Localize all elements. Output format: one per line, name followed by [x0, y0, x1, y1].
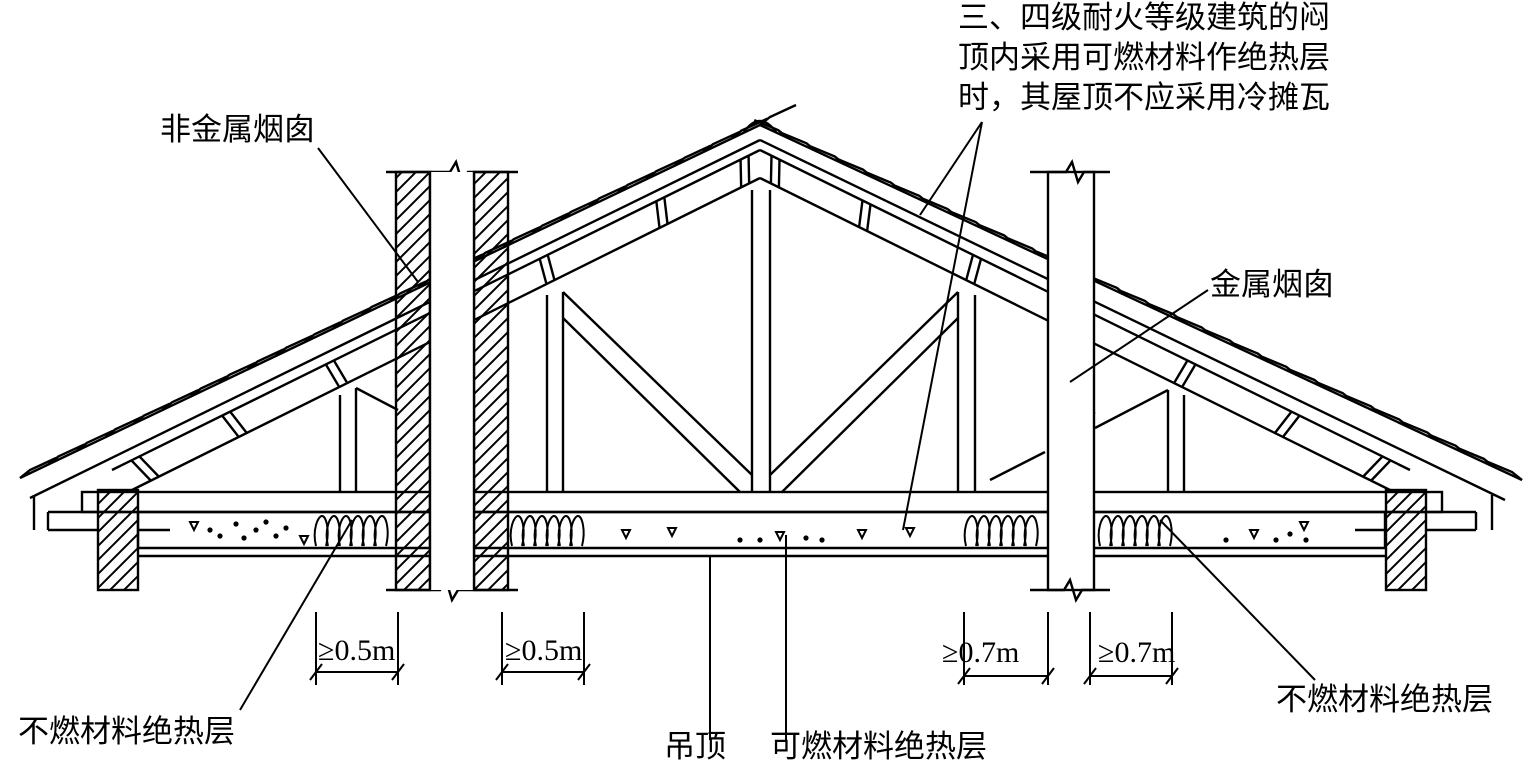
aggregate-dot — [1287, 531, 1293, 537]
dimension-label-3: ≥0.7m — [942, 636, 1019, 669]
mineral-wool-insulation — [313, 514, 389, 547]
aggregate-dot — [263, 519, 269, 525]
note-line-3: 时，其屋顶不应采用冷摊瓦 — [958, 80, 1330, 116]
insulation-pattern — [188, 514, 1310, 547]
aggregate-mark — [298, 535, 310, 547]
dimension-label-1: ≥0.5m — [318, 634, 395, 667]
bottom-chord — [32, 490, 1494, 532]
label-suspended-ceiling: 吊顶 — [664, 729, 726, 765]
aggregate-dot — [273, 533, 279, 539]
aggregate-dot — [217, 533, 223, 539]
nonmetal-chimney — [386, 159, 518, 603]
dimension-lines — [309, 612, 1179, 685]
aggregate-dot — [737, 537, 743, 543]
label-noncombustible-insulation-right: 不燃材料绝热层 — [1276, 682, 1493, 718]
aggregate-mark — [774, 531, 786, 543]
rafters — [111, 148, 1411, 492]
aggregate-dot — [207, 527, 213, 533]
aggregate-mark — [620, 529, 632, 541]
aggregate-dot — [757, 537, 763, 543]
leader-lines — [239, 121, 1316, 740]
aggregate-mark — [666, 527, 678, 539]
aggregate-mark — [1248, 529, 1260, 541]
note-line-2: 顶内采用可燃材料作绝热层 — [958, 40, 1330, 76]
aggregate-dot — [283, 525, 289, 531]
aggregate-dot — [819, 537, 825, 543]
walls — [96, 488, 1428, 592]
aggregate-mark — [856, 529, 868, 541]
aggregate-dot — [233, 521, 239, 527]
dimension-label-4: ≥0.7m — [1098, 636, 1175, 669]
label-nonmetal-chimney: 非金属烟囱 — [160, 112, 315, 148]
label-metal-chimney: 金属烟囱 — [1210, 267, 1334, 303]
aggregate-mark — [1298, 521, 1310, 533]
aggregate-dot — [253, 527, 259, 533]
aggregate-mark — [904, 527, 916, 539]
aggregate-dot — [1303, 537, 1309, 543]
mineral-wool-insulation — [963, 514, 1039, 547]
label-combustible-insulation: 可燃材料绝热层 — [770, 729, 987, 765]
aggregate-dot — [803, 535, 809, 541]
aggregate-dot — [1273, 537, 1279, 543]
aggregate-dot — [241, 535, 247, 541]
aggregate-dot — [1223, 537, 1229, 543]
mineral-wool-insulation — [509, 514, 585, 547]
dimension-label-2: ≥0.5m — [505, 634, 582, 667]
text-labels: 三、四级耐火等级建筑的闷 顶内采用可燃材料作绝热层 时，其屋顶不应采用冷摊瓦 非… — [18, 0, 1493, 765]
aggregate-mark — [188, 521, 200, 533]
label-noncombustible-insulation-left: 不燃材料绝热层 — [18, 714, 235, 750]
mineral-wool-insulation — [1097, 514, 1173, 547]
note-line-1: 三、四级耐火等级建筑的闷 — [958, 0, 1330, 36]
